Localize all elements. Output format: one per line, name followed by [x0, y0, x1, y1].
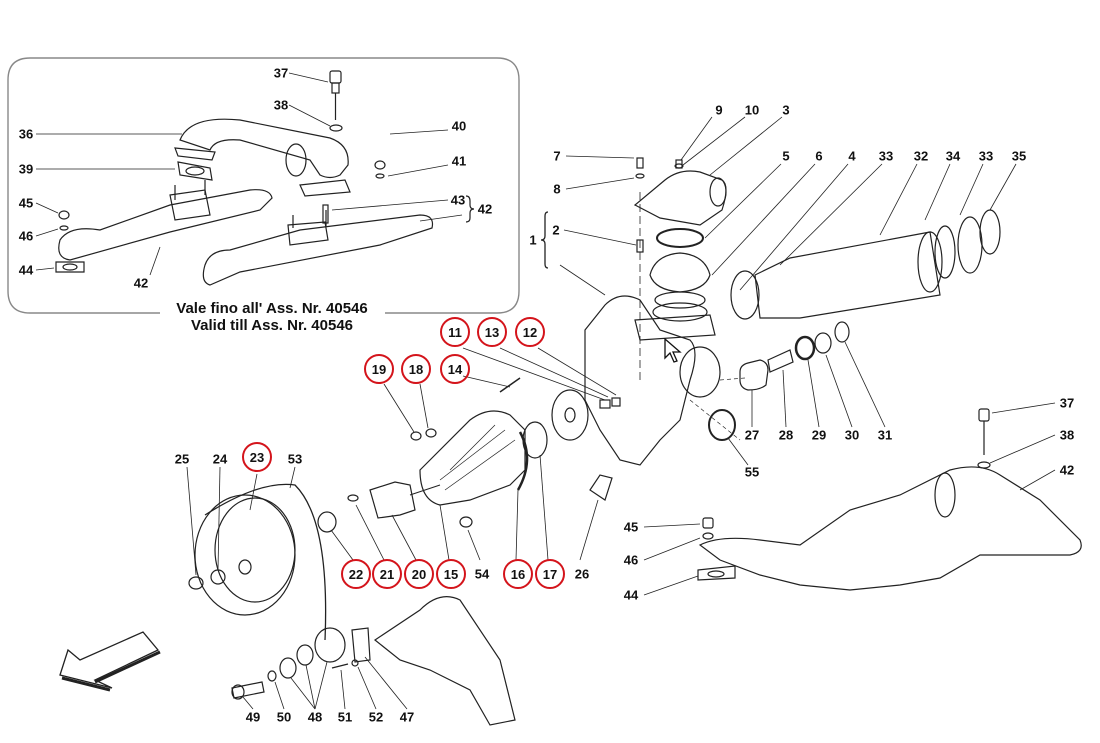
part-label-32[interactable]: 32	[913, 148, 929, 164]
inset-caption-italian: Vale fino all' Ass. Nr. 40546	[176, 300, 368, 317]
part-label-37[interactable]: 37	[1059, 395, 1075, 411]
part-label-2[interactable]: 2	[552, 222, 560, 238]
part-label-38[interactable]: 38	[1059, 427, 1075, 443]
pump-body	[584, 295, 746, 466]
thermostat-cover	[565, 116, 783, 248]
part-label-45[interactable]: 45	[18, 195, 34, 211]
pump-cover	[383, 383, 526, 506]
part-label-33[interactable]: 33	[978, 148, 994, 164]
part-label-35[interactable]: 35	[1011, 148, 1027, 164]
highlighted-part-label-16[interactable]: 16	[503, 559, 533, 589]
highlighted-part-label-23[interactable]: 23	[242, 442, 272, 472]
part-label-43[interactable]: 43	[450, 192, 466, 208]
bracket-1	[540, 192, 644, 380]
part-label-42[interactable]: 42	[1059, 462, 1075, 478]
highlighted-part-label-21[interactable]: 21	[372, 559, 402, 589]
part-label-7[interactable]: 7	[553, 148, 561, 164]
part-label-55[interactable]: 55	[744, 464, 760, 480]
part-label-51[interactable]: 51	[337, 709, 353, 725]
highlighted-part-label-19[interactable]: 19	[364, 354, 394, 384]
direction-arrow	[59, 631, 161, 692]
inset-caption-english: Valid till Ass. Nr. 40546	[190, 317, 354, 334]
highlighted-part-label-11[interactable]: 11	[440, 317, 470, 347]
lower-manifold	[643, 402, 1082, 596]
highlighted-part-label-12[interactable]: 12	[515, 317, 545, 347]
inset-gasket	[36, 161, 213, 181]
valve-parts	[708, 321, 886, 466]
part-label-53[interactable]: 53	[287, 451, 303, 467]
part-label-38[interactable]: 38	[273, 97, 289, 113]
part-label-41[interactable]: 41	[451, 153, 467, 169]
inset-left-manifold	[35, 180, 273, 276]
part-label-8[interactable]: 8	[553, 181, 561, 197]
part-label-34[interactable]: 34	[945, 148, 961, 164]
inset-right-manifold	[202, 129, 475, 286]
part-label-4[interactable]: 4	[848, 148, 856, 164]
part-label-27[interactable]: 27	[744, 427, 760, 443]
highlighted-part-label-22[interactable]: 22	[341, 559, 371, 589]
part-label-46[interactable]: 46	[18, 228, 34, 244]
inset-upper-pipe	[36, 118, 351, 197]
part-label-26[interactable]: 26	[574, 566, 590, 582]
part-label-54[interactable]: 54	[474, 566, 490, 582]
pulley	[186, 466, 327, 641]
part-label-25[interactable]: 25	[174, 451, 190, 467]
part-label-28[interactable]: 28	[778, 427, 794, 443]
part-label-9[interactable]: 9	[715, 102, 723, 118]
part-label-5[interactable]: 5	[782, 148, 790, 164]
highlighted-part-label-18[interactable]: 18	[401, 354, 431, 384]
part-label-30[interactable]: 30	[844, 427, 860, 443]
part-label-3[interactable]: 3	[782, 102, 790, 118]
tensioner	[231, 596, 516, 726]
highlighted-part-label-20[interactable]: 20	[404, 559, 434, 589]
inset-frame	[7, 57, 520, 314]
highlighted-part-label-14[interactable]: 14	[440, 354, 470, 384]
highlighted-part-label-17[interactable]: 17	[535, 559, 565, 589]
mouse-cursor-icon	[664, 337, 682, 369]
part-label-47[interactable]: 47	[399, 709, 415, 725]
part-label-31[interactable]: 31	[877, 427, 893, 443]
part-label-1[interactable]: 1	[529, 232, 537, 248]
part-label-29[interactable]: 29	[811, 427, 827, 443]
thermostat	[649, 163, 816, 322]
part-label-49[interactable]: 49	[245, 709, 261, 725]
part-label-48[interactable]: 48	[307, 709, 323, 725]
part-label-50[interactable]: 50	[276, 709, 292, 725]
part-label-6[interactable]: 6	[815, 148, 823, 164]
part-label-40[interactable]: 40	[451, 118, 467, 134]
part-label-39[interactable]: 39	[18, 161, 34, 177]
part-label-36[interactable]: 36	[18, 126, 34, 142]
part-label-52[interactable]: 52	[368, 709, 384, 725]
part-label-24[interactable]: 24	[212, 451, 228, 467]
part-label-42[interactable]: 42	[477, 201, 493, 217]
part-label-46[interactable]: 46	[623, 552, 639, 568]
part-label-37[interactable]: 37	[273, 65, 289, 81]
part-label-45[interactable]: 45	[623, 519, 639, 535]
part-label-33[interactable]: 33	[878, 148, 894, 164]
part-label-44[interactable]: 44	[18, 262, 34, 278]
highlighted-part-label-13[interactable]: 13	[477, 317, 507, 347]
pump-shaft	[317, 454, 613, 561]
pipe-assembly	[730, 163, 1017, 320]
part-label-42[interactable]: 42	[133, 275, 149, 291]
part-label-10[interactable]: 10	[744, 102, 760, 118]
impeller	[462, 347, 621, 491]
highlighted-part-label-15[interactable]: 15	[436, 559, 466, 589]
part-label-44[interactable]: 44	[623, 587, 639, 603]
inset-sensor	[288, 70, 343, 132]
